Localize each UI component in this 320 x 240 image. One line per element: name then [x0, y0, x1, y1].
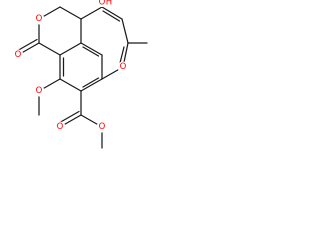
- atom-label-layer: O H O O O O O O: [15, 0, 127, 132]
- ring-ether-oxygen-label: O: [120, 62, 127, 72]
- lactone-ring-oxygen-label: O: [36, 14, 43, 24]
- bond: [82, 77, 100, 88]
- bond: [59, 78, 82, 92]
- bond: [15, 38, 38, 53]
- bond: [80, 78, 103, 92]
- chemical-structure-diagram: O H O O O O O O: [12, 0, 148, 149]
- methoxy-oxygen-label: O: [36, 86, 43, 96]
- bond: [80, 42, 103, 56]
- bond: [102, 10, 121, 22]
- atom-mask: [117, 61, 129, 73]
- bond: [101, 6, 123, 20]
- bond: [57, 110, 80, 125]
- bond: [118, 46, 125, 66]
- hydroxyl-oxygen-label: O: [99, 0, 106, 8]
- hydroxyl-hydrogen-label: H: [106, 0, 112, 8]
- bond: [82, 46, 100, 57]
- ester-carbonyl-oxygen-label: O: [57, 122, 64, 132]
- atom-mask: [96, 121, 108, 133]
- bond: [59, 42, 82, 56]
- bond: [121, 18, 129, 44]
- lactone-carbonyl-oxygen-label: O: [15, 50, 22, 60]
- atom-mask: [33, 13, 45, 25]
- ester-alkoxy-oxygen-label: O: [99, 122, 106, 132]
- atom-mask: [54, 121, 66, 133]
- atom-mask: [12, 49, 24, 61]
- atom-mask: [33, 85, 45, 97]
- bond: [59, 6, 82, 20]
- label-mask-layer: [12, 0, 129, 133]
- bond: [80, 6, 103, 20]
- bond: [38, 42, 61, 56]
- atom-mask: [96, 0, 114, 7]
